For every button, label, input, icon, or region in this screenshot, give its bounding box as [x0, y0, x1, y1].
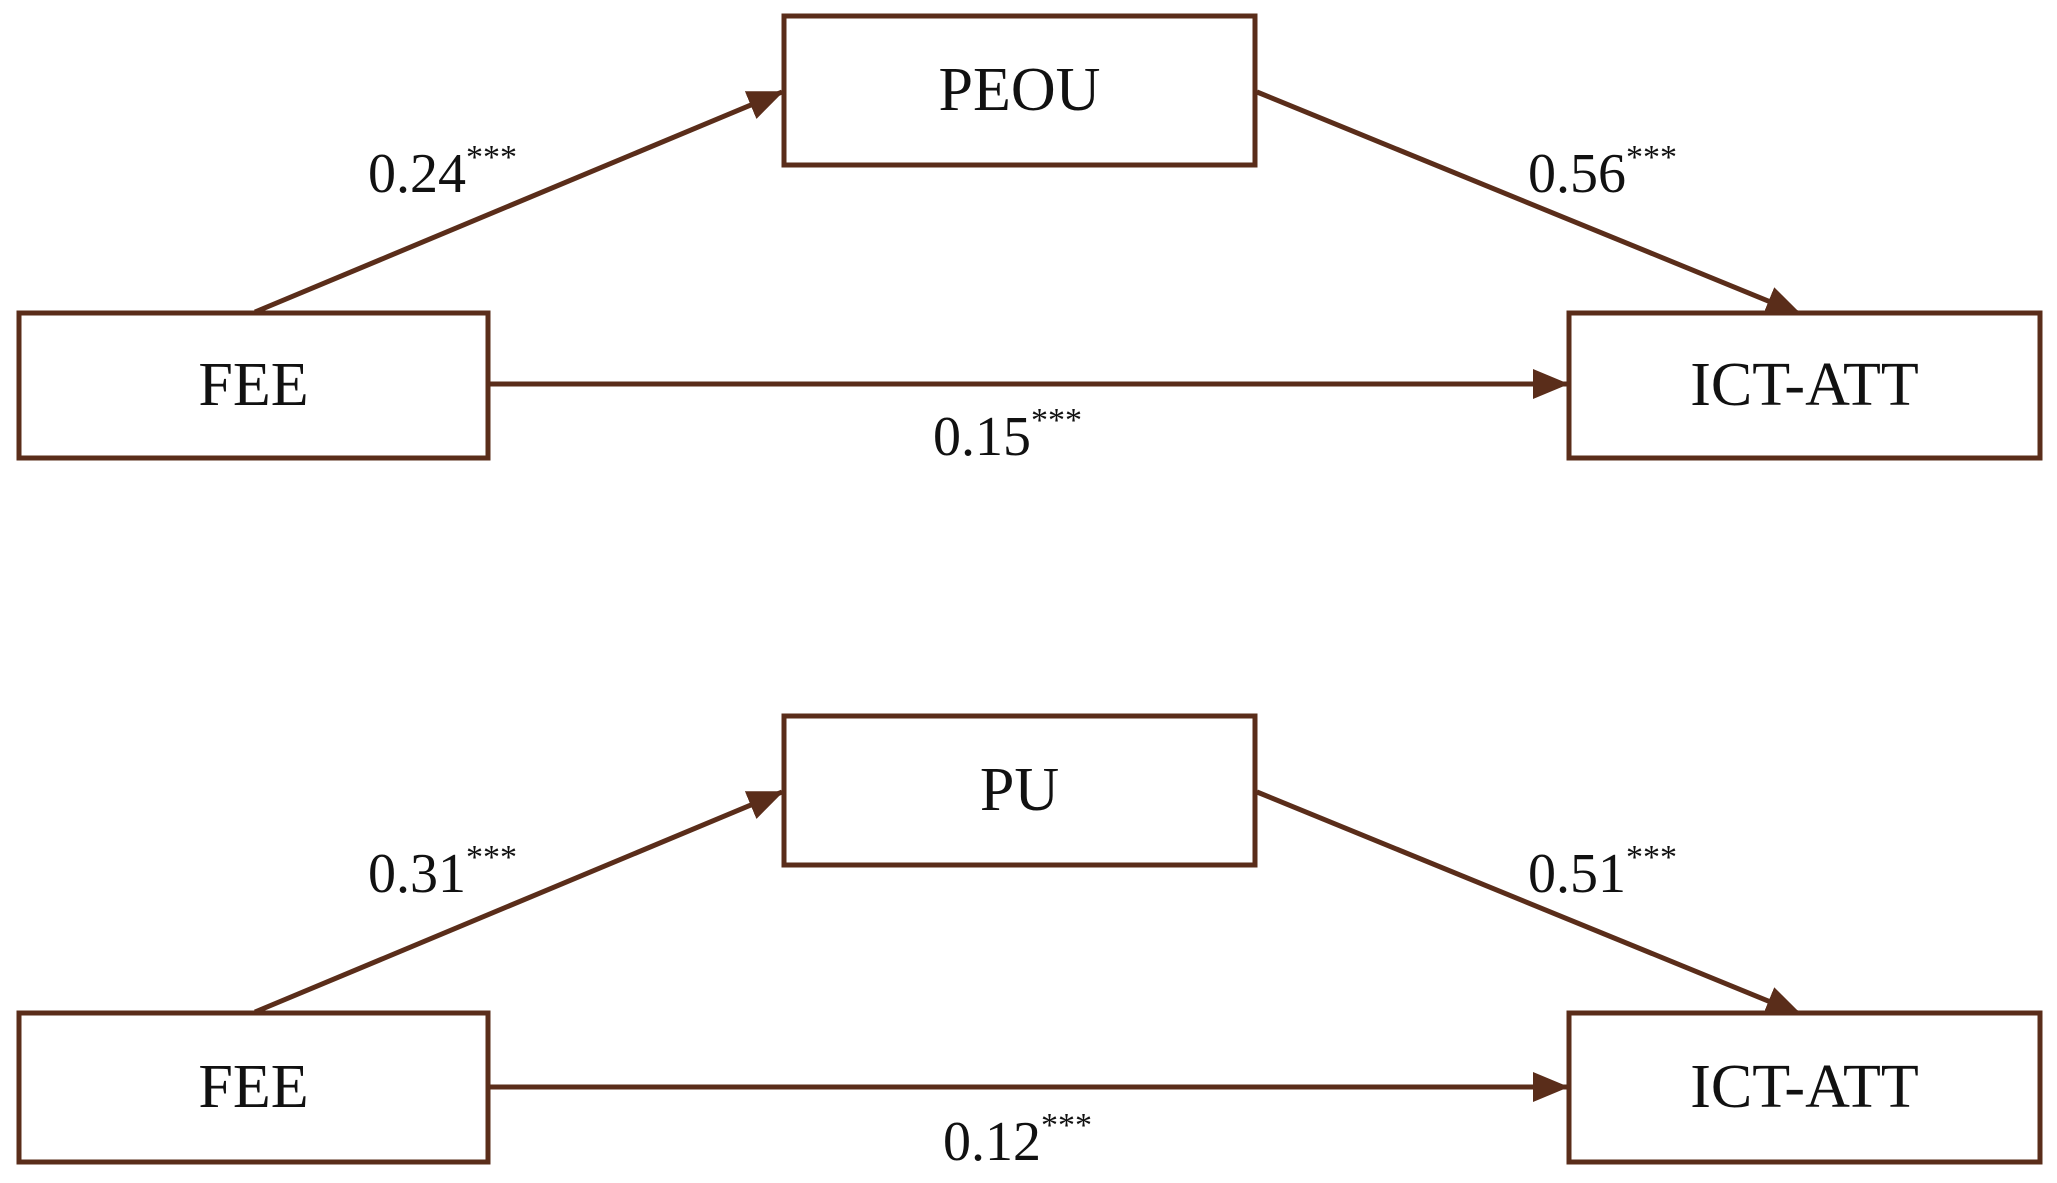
node-predictor-label: FEE: [198, 351, 308, 419]
path-b-arrow: [1256, 789, 1802, 1017]
path-c-coef: 0.15: [933, 406, 1031, 468]
path-a-significance: ***: [466, 839, 517, 876]
node-predictor: FEE: [16, 310, 491, 461]
path-b-coefficient: 0.51***: [1528, 839, 1677, 905]
path-a-arrow: [254, 789, 784, 1015]
panel-top: FEE PEOU ICT-ATT 0.24*** 0.56*** 0.15***: [16, 13, 2043, 468]
path-b-coef: 0.56: [1528, 143, 1626, 205]
path-a-significance: ***: [466, 139, 517, 176]
path-c-coefficient: 0.12***: [943, 1107, 1092, 1173]
path-b-coef: 0.51: [1528, 843, 1626, 905]
node-mediator: PEOU: [781, 13, 1258, 168]
path-a-coefficient: 0.31***: [368, 839, 517, 905]
path-a-coefficient: 0.24***: [368, 139, 517, 205]
path-a-coef: 0.31: [368, 843, 466, 905]
path-b-significance: ***: [1626, 839, 1677, 876]
node-mediator-label: PU: [980, 756, 1059, 824]
node-mediator-label: PEOU: [939, 56, 1101, 124]
path-c-significance: ***: [1031, 402, 1082, 439]
path-c-coef: 0.12: [943, 1111, 1041, 1173]
node-predictor-label: FEE: [198, 1053, 308, 1121]
path-a-arrow: [254, 89, 784, 315]
path-a-coef: 0.24: [368, 143, 466, 205]
panel-bottom: FEE PU ICT-ATT 0.31*** 0.51*** 0.12***: [16, 713, 2043, 1173]
node-predictor: FEE: [16, 1010, 491, 1165]
node-outcome-label: ICT-ATT: [1690, 351, 1918, 419]
node-outcome-label: ICT-ATT: [1690, 1053, 1918, 1121]
node-outcome: ICT-ATT: [1566, 310, 2043, 461]
node-outcome: ICT-ATT: [1566, 1010, 2043, 1165]
path-b-significance: ***: [1626, 139, 1677, 176]
path-b-arrow: [1256, 89, 1802, 317]
path-c-coefficient: 0.15***: [933, 402, 1082, 468]
node-mediator: PU: [781, 713, 1258, 868]
path-c-significance: ***: [1041, 1107, 1092, 1144]
path-b-coefficient: 0.56***: [1528, 139, 1677, 205]
